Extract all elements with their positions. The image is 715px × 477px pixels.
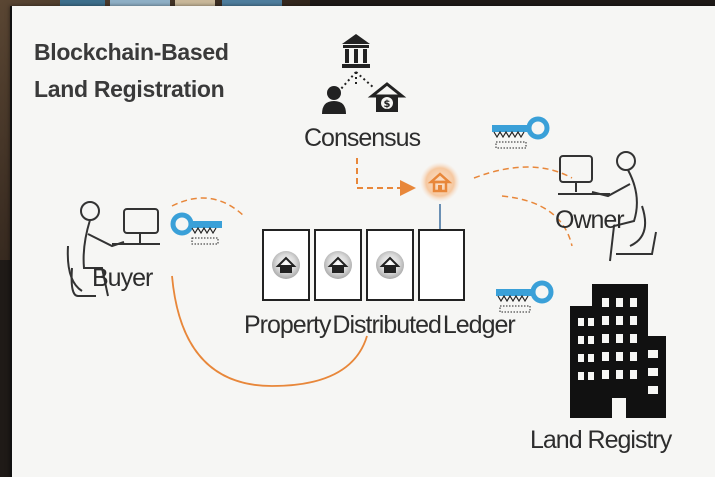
connector-line [339, 71, 357, 91]
consensus-label: Consensus [304, 124, 421, 152]
ledger-block [418, 229, 465, 301]
title-line-1: Blockchain-Based [34, 39, 229, 65]
diagram-slide: Blockchain-Based Land Registration [10, 6, 715, 477]
computer-user-icon [558, 151, 657, 262]
owner-label: Owner [555, 206, 625, 234]
key-icon [492, 116, 550, 149]
computer-user-icon [66, 201, 160, 297]
house-icon [376, 251, 404, 279]
person-icon [322, 86, 346, 114]
buyer-label: Buyer [92, 264, 153, 292]
registry-label: Land Registry [530, 426, 672, 454]
ledger-label: Property Distributed Ledger [244, 311, 516, 339]
house-icon [272, 251, 300, 279]
money-house-icon: $ [367, 82, 407, 112]
key-icon [170, 212, 222, 245]
bank-icon [342, 34, 370, 68]
ledger-blocks [262, 229, 465, 301]
house-icon [427, 172, 453, 193]
connector-line [355, 71, 375, 89]
building-icon [570, 284, 666, 418]
title-line-2: Land Registration [34, 76, 225, 102]
house-icon [324, 251, 352, 279]
owner-arc [473, 166, 573, 179]
svg-text:$: $ [384, 99, 391, 110]
key-icon [496, 280, 554, 313]
buyer-ledger-curve [171, 275, 368, 387]
consensus-arrow [356, 158, 416, 196]
owner-arc-lower [501, 195, 573, 247]
diagram-graphics: $ [66, 34, 666, 418]
diagram-title: Blockchain-Based Land Registration [34, 34, 229, 108]
